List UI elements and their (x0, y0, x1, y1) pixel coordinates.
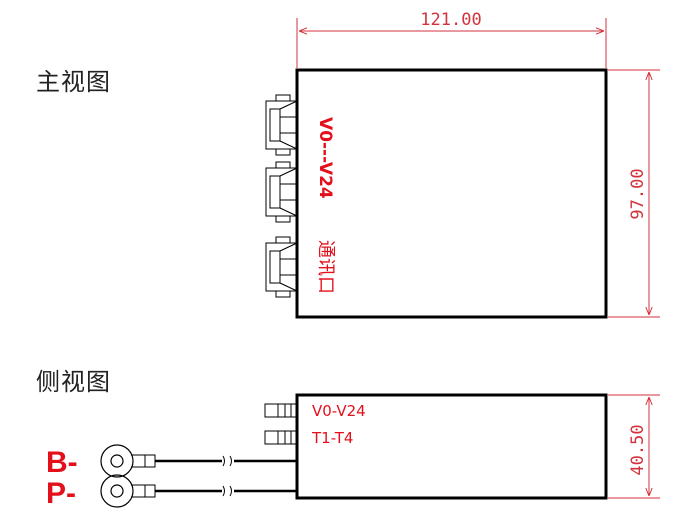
front-view: V0---V24 通讯口 121.00 97.00 (265, 10, 660, 319)
height-dimension: 97.00 (608, 69, 660, 318)
front-view-title: 主视图 (36, 68, 111, 96)
front-connector-middle (265, 161, 298, 223)
wire-p-label: P- (46, 477, 76, 510)
front-connector-bottom (265, 236, 298, 298)
comm-port-label: 通讯口 (315, 240, 336, 294)
front-connector-top (265, 94, 298, 156)
side-view: V0-V24 T1-T4 B- P- (46, 393, 660, 510)
voltage-sense-label: V0-V24 (312, 402, 366, 420)
height-dimension-text: 97.00 (628, 168, 648, 219)
depth-dimension: 40.50 (608, 394, 660, 499)
temp-sense-label: T1-T4 (311, 429, 353, 447)
front-body-outline (295, 68, 608, 319)
port-range-label: V0---V24 (315, 117, 335, 199)
side-connector-temp (264, 430, 298, 445)
side-connector-voltage (264, 403, 298, 418)
side-view-title: 侧视图 (36, 368, 111, 396)
depth-dimension-text: 40.50 (628, 424, 648, 475)
wire-b-label: B- (46, 446, 78, 479)
wire-p-minus (100, 474, 297, 508)
width-dimension: 121.00 (296, 10, 607, 68)
wire-b-minus (100, 444, 297, 478)
width-dimension-text: 121.00 (420, 10, 481, 30)
side-body-outline (295, 393, 608, 500)
